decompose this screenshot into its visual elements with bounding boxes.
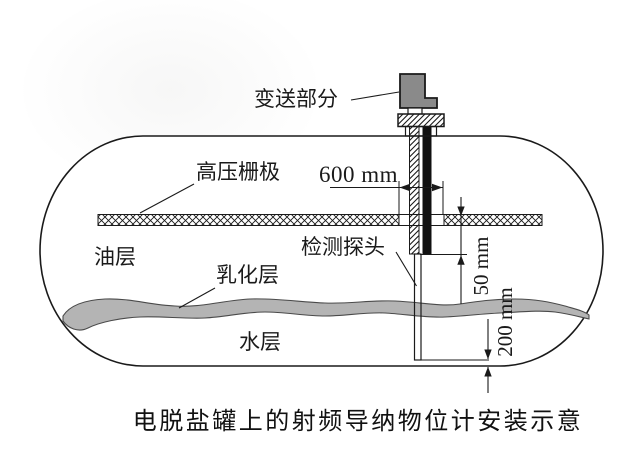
mounting-flange xyxy=(397,113,445,128)
probe-electrode-rod xyxy=(422,126,432,254)
grid-right-segment xyxy=(443,214,543,226)
dim-200-text: 200 mm xyxy=(493,287,517,357)
oil-layer-label: 油层 xyxy=(94,245,136,269)
emulsion-band xyxy=(62,298,590,331)
emulsion-layer-label: 乳化层 xyxy=(216,263,279,287)
dim-600-arrow-left xyxy=(399,183,410,192)
dim-200-arrow-down xyxy=(484,349,492,360)
transmitter-label: 变送部分 xyxy=(254,87,338,111)
probe-sleeve xyxy=(409,126,420,255)
grid-left-segment xyxy=(97,214,400,226)
transmitter-body xyxy=(399,73,438,109)
probe-leader-line xyxy=(395,251,417,287)
tank-nozzle xyxy=(404,125,438,137)
transmitter-leader-line xyxy=(350,91,400,101)
dim-600-text: 600 mm xyxy=(319,162,399,187)
probe-label: 检测探头 xyxy=(301,235,385,259)
dim-600-arrow-right xyxy=(432,183,443,192)
dim-50-arrow-down xyxy=(457,206,465,216)
dim-50-arrow-up xyxy=(457,255,465,265)
figure-caption: 电脱盐罐上的射频导纳物位计安装示意 xyxy=(132,409,584,435)
high-voltage-grid-label: 高压栅极 xyxy=(196,160,280,184)
water-layer-label: 水层 xyxy=(239,330,281,354)
transmitter-neck xyxy=(407,107,423,115)
emulsion-leader-line xyxy=(178,287,216,309)
grid-leader-line xyxy=(139,183,195,214)
dim-50-text: 50 mm xyxy=(469,236,493,296)
dim-200-arrow-up xyxy=(484,366,492,377)
